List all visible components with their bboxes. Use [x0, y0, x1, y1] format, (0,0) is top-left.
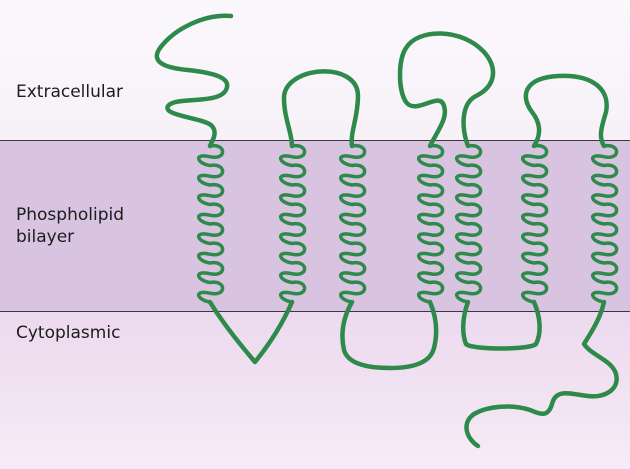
- transmembrane-helix-2: [281, 146, 305, 302]
- intracellular-loop-1: [210, 302, 292, 362]
- transmembrane-helix-5: [457, 146, 481, 302]
- transmembrane-helix-4: [419, 146, 443, 302]
- transmembrane-helix-3: [341, 146, 365, 302]
- intracellular-loop-3: [463, 302, 539, 349]
- intracellular-loop-2: [342, 302, 436, 368]
- extracellular-loop-2: [400, 33, 493, 146]
- transmembrane-helices: [199, 146, 617, 302]
- transmembrane-helix-6: [523, 146, 547, 302]
- transmembrane-helix-1: [199, 146, 223, 302]
- extracellular-loop-3: [526, 76, 607, 146]
- n-terminal-extracellular-loop: [157, 16, 231, 146]
- extracellular-loop-1: [284, 71, 358, 146]
- transmembrane-helix-7: [593, 146, 617, 302]
